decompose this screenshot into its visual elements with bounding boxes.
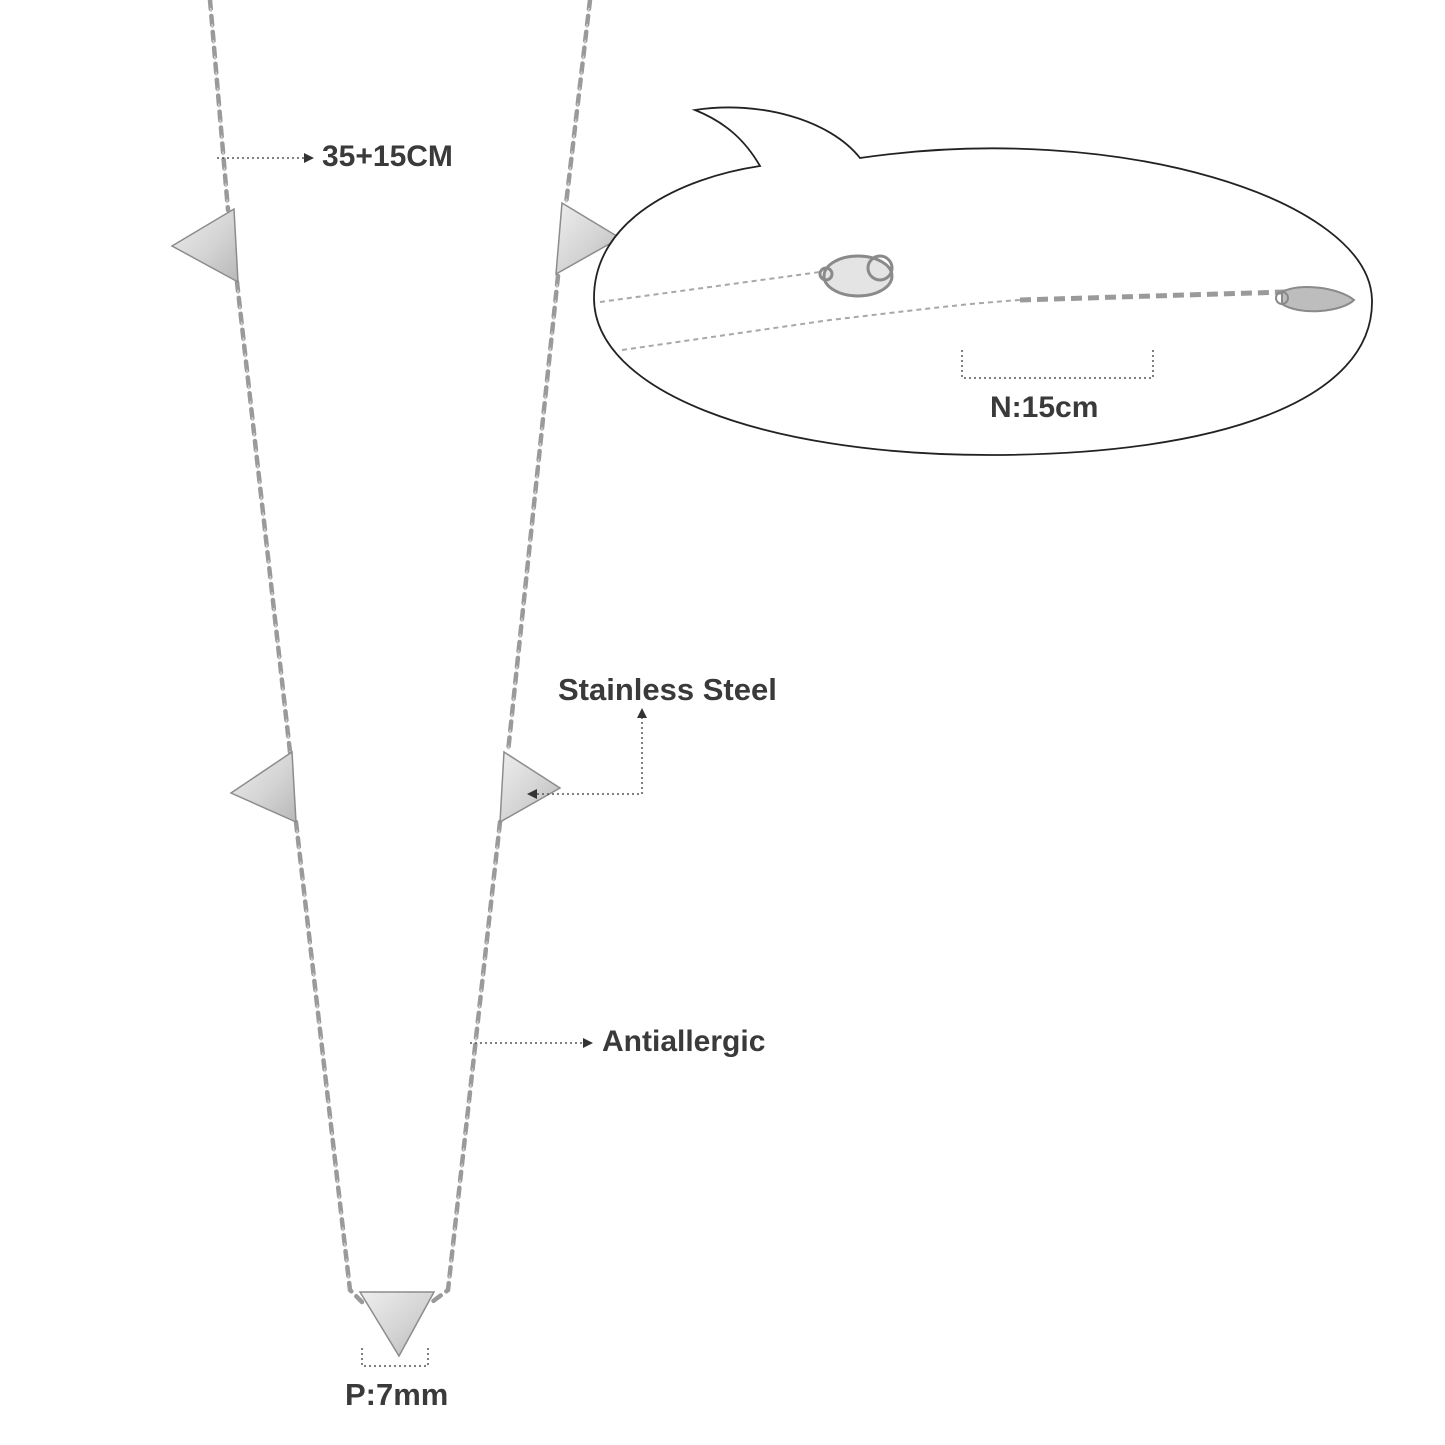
- antiallergic-label: Antiallergic: [602, 1025, 766, 1058]
- chain-right-upper: [563, 0, 593, 207]
- arrow-heads: [304, 153, 647, 1048]
- pendant-size-label: P:7mm: [345, 1377, 449, 1412]
- material-label: Stainless Steel: [558, 672, 777, 707]
- arrow-head-icon: [583, 1038, 593, 1048]
- pendant-triangle-top-right: [555, 201, 622, 276]
- extender-length-label: N:15cm: [990, 391, 1099, 424]
- length-label: 35+15CM: [322, 140, 453, 173]
- chain-left-mid: [234, 279, 293, 755]
- chain-right-mid: [505, 273, 561, 755]
- arrow-head-icon: [304, 153, 314, 163]
- extender-chain: [599, 271, 1286, 351]
- callout-bubble-outline: [593, 106, 1373, 456]
- pendant-triangle-bottom: [358, 1291, 436, 1358]
- arrow-head-icon: [637, 708, 647, 718]
- pendant-triangle-mid-left: [229, 750, 297, 824]
- leader-lines: [217, 157, 643, 1367]
- pendant-triangle-mid-right: [499, 750, 562, 824]
- extender-drop-icon: [1275, 285, 1356, 313]
- lobster-clasp-icon: [818, 254, 894, 298]
- necklace-chain: [207, 0, 593, 1305]
- material-leader-line: [537, 718, 643, 795]
- triangle-pendants: [170, 201, 622, 1358]
- chain-right-lower: [429, 819, 503, 1305]
- pendant-dimension-bracket: [361, 1348, 429, 1367]
- chain-inner-links: [209, 0, 591, 1291]
- pendant-triangle-top-left: [170, 207, 239, 284]
- chain-left-lower: [293, 819, 365, 1305]
- extender-callout: [593, 106, 1373, 456]
- arrow-head-icon: [527, 789, 537, 799]
